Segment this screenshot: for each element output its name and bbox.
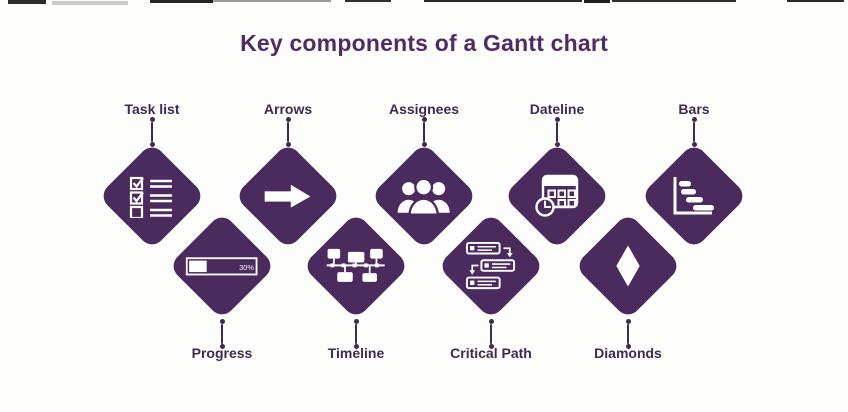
- label-critical-path: Critical Path: [450, 345, 532, 361]
- top-crop-artifact: [584, 0, 610, 3]
- label-diamonds: Diamonds: [594, 345, 662, 361]
- connector-critical-path: [488, 319, 494, 349]
- diamond-critical-path: [437, 212, 545, 320]
- checklist-icon: [129, 174, 175, 218]
- diamond-assignees: [370, 142, 478, 250]
- label-task-list: Task list: [124, 101, 180, 117]
- top-crop-artifact: [52, 1, 128, 5]
- top-crop-artifact: [612, 0, 736, 2]
- page-title: Key components of a Gantt chart: [240, 30, 608, 56]
- milestone-diamond-icon: [614, 244, 642, 288]
- connector-dateline: [554, 117, 560, 147]
- diamond-arrows: [234, 142, 342, 250]
- top-crop-artifact: [8, 0, 46, 4]
- diamond-progress: 30%: [168, 212, 276, 320]
- top-crop-artifact: [150, 0, 213, 3]
- linked-tasks-icon: [464, 241, 518, 291]
- connector-timeline: [353, 319, 359, 349]
- progress-bar-icon: 30%: [186, 256, 258, 276]
- arrow-right-icon: [264, 182, 312, 210]
- top-crop-artifact: [424, 0, 582, 2]
- top-crop-artifact: [345, 0, 391, 2]
- connector-arrows: [285, 117, 291, 147]
- people-group-icon: [396, 176, 452, 217]
- label-bars: Bars: [678, 101, 710, 117]
- label-arrows: Arrows: [263, 101, 313, 117]
- diamond-dateline: [503, 142, 611, 250]
- label-timeline: Timeline: [327, 345, 385, 361]
- diamond-bars: [640, 142, 748, 250]
- calendar-clock-icon: [534, 174, 580, 218]
- label-assignees: Assignees: [388, 101, 460, 117]
- timeline-flow-icon: [326, 246, 386, 287]
- top-crop-artifact: [787, 0, 844, 2]
- diamond-task-list: [98, 142, 206, 250]
- connector-assignees: [421, 117, 427, 147]
- label-dateline: Dateline: [529, 101, 585, 117]
- connector-task-list: [149, 117, 155, 147]
- progress-value: 30%: [240, 263, 255, 272]
- diamond-diamonds: [574, 212, 682, 320]
- label-progress: Progress: [191, 345, 253, 361]
- connector-bars: [691, 117, 697, 147]
- top-crop-artifact: [213, 0, 331, 2]
- connector-diamonds: [625, 319, 631, 349]
- diamond-timeline: [302, 212, 410, 320]
- connector-progress: [219, 319, 225, 349]
- gantt-bars-icon: [671, 175, 717, 217]
